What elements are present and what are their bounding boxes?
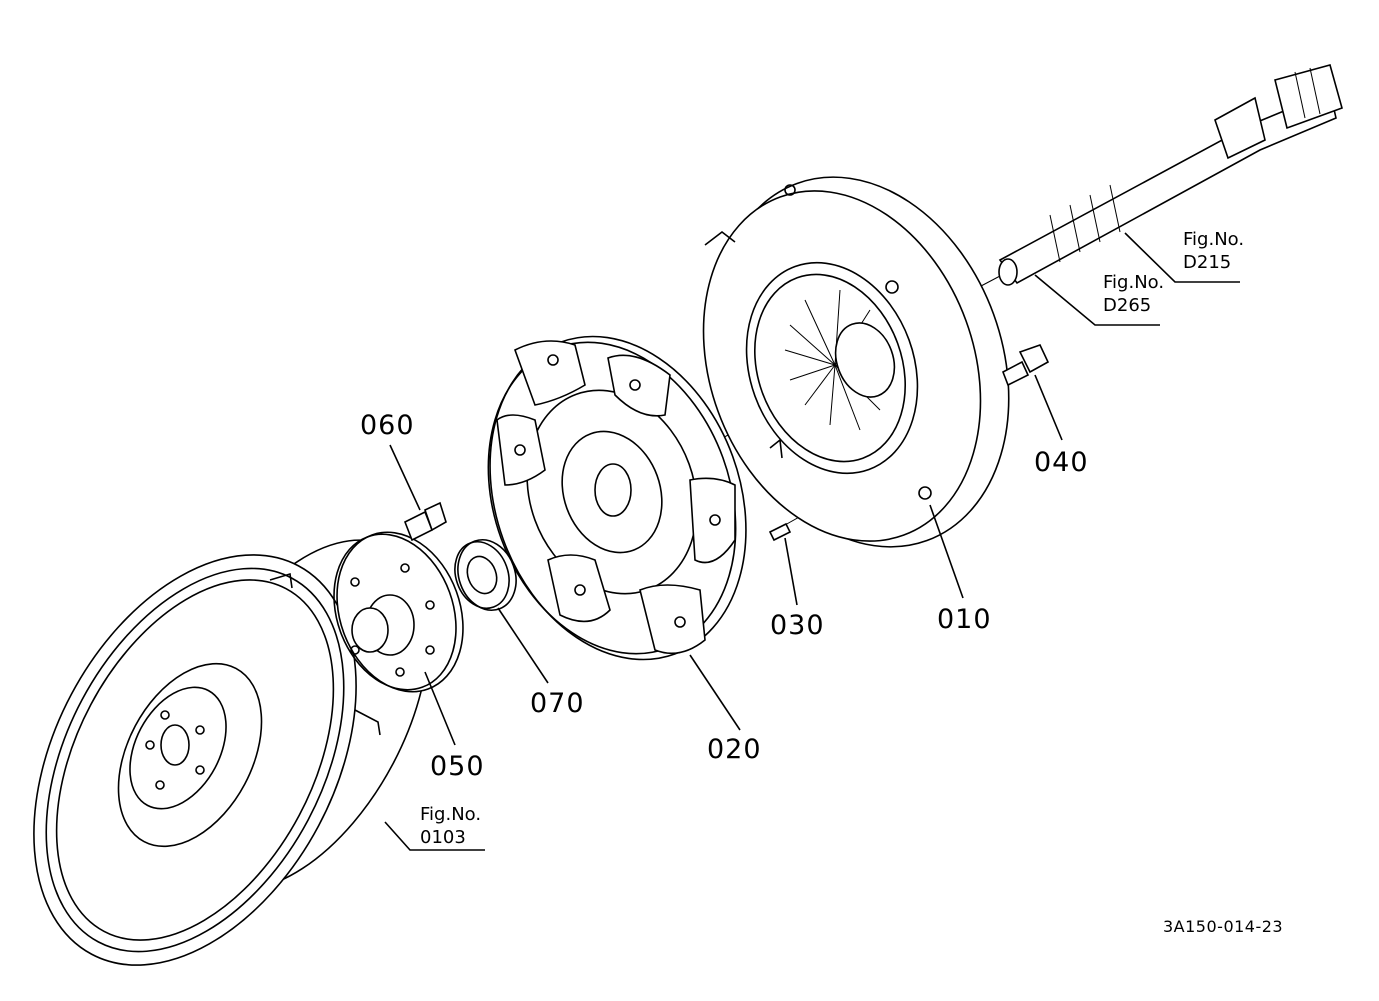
input-shaft — [998, 64, 1343, 286]
figure-ref-title: Fig.No. — [420, 804, 482, 825]
figure-ref-0103[interactable]: Fig.No. 0103 — [420, 803, 481, 849]
clutch-cover — [702, 176, 1010, 548]
part-label-010: 010 — [937, 604, 992, 635]
figure-ref-d265[interactable]: Fig.No. D265 — [1103, 271, 1164, 317]
figure-ref-number: D265 — [1103, 295, 1152, 316]
flywheel — [33, 539, 430, 966]
part-label-060: 060 — [360, 410, 415, 441]
figure-ref-title: Fig.No. — [1103, 272, 1165, 293]
figure-ref-d215[interactable]: Fig.No. D215 — [1183, 228, 1244, 274]
figure-ref-number: D215 — [1183, 252, 1232, 273]
flywheel-flange — [333, 531, 464, 693]
part-label-040: 040 — [1034, 447, 1089, 478]
part-label-050: 050 — [430, 751, 485, 782]
cover-bolt — [1001, 344, 1050, 387]
dowel-pin — [768, 522, 792, 542]
figure-ref-title: Fig.No. — [1183, 229, 1245, 250]
part-label-070: 070 — [530, 688, 585, 719]
part-label-020: 020 — [707, 734, 762, 765]
leader-lines — [384, 232, 1240, 851]
document-code: 3A150-014-23 — [1163, 917, 1284, 936]
part-label-030: 030 — [770, 610, 825, 641]
flange-bolt — [403, 501, 447, 542]
pilot-bearing — [454, 539, 517, 611]
figure-ref-number: 0103 — [420, 827, 466, 848]
clutch-disc — [487, 335, 747, 661]
